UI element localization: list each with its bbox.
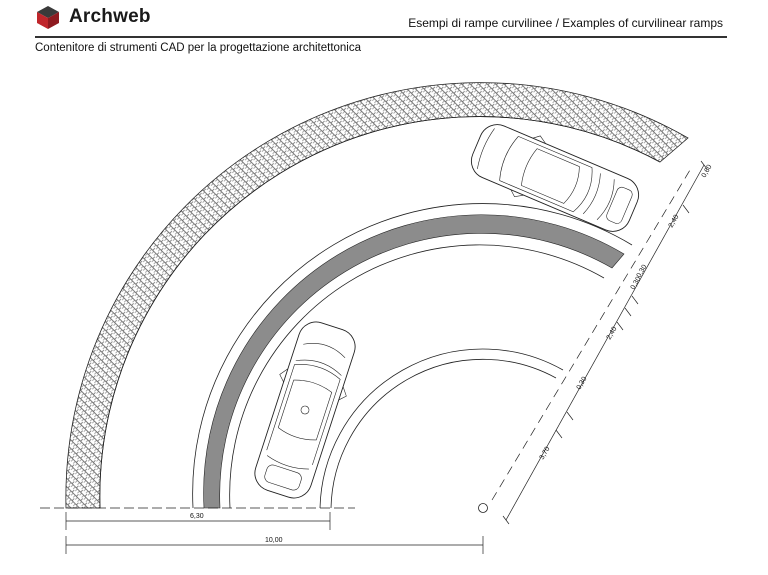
island-outer-edge xyxy=(192,203,633,509)
car-bottom-left xyxy=(254,321,356,499)
brand-name: Archweb xyxy=(69,6,151,27)
logo[interactable]: Archweb xyxy=(35,4,151,30)
dim-label: 6,30 xyxy=(190,513,204,520)
dim-label: 0,60 xyxy=(701,164,714,179)
dim-label: 10,00 xyxy=(265,537,283,544)
dim-label: 2,40 xyxy=(606,326,619,341)
page-subtitle: Contenitore di strumenti CAD per la prog… xyxy=(35,42,362,54)
paving-band xyxy=(65,82,689,509)
ramp-drawing: 0,60 2,40 0,30 0,30 2,40 0,30 3,70 6,30 … xyxy=(40,82,714,554)
core-outer-edge xyxy=(319,348,564,509)
outer-lane-edge xyxy=(99,116,661,509)
center-point xyxy=(478,503,488,513)
header-divider xyxy=(35,36,727,38)
bottom-dimension-total: 10,00 xyxy=(65,536,484,554)
core-inner-edge xyxy=(330,358,557,509)
header: Archweb Esempi di rampe curvilinee / Exa… xyxy=(0,0,768,40)
inner-lane-edge xyxy=(229,244,605,509)
dim-label: 3,70 xyxy=(539,446,552,461)
page-title: Esempi di rampe curvilinee / Examples of… xyxy=(408,16,723,30)
curb-band xyxy=(203,214,625,509)
dim-label: 2,40 xyxy=(668,214,681,229)
car-top-right xyxy=(470,124,640,232)
dim-label: 0,30 xyxy=(576,376,589,391)
bottom-dimension-inner: 6,30 xyxy=(65,512,331,530)
radial-line xyxy=(491,169,691,501)
archweb-cube-logo-icon xyxy=(37,6,59,29)
